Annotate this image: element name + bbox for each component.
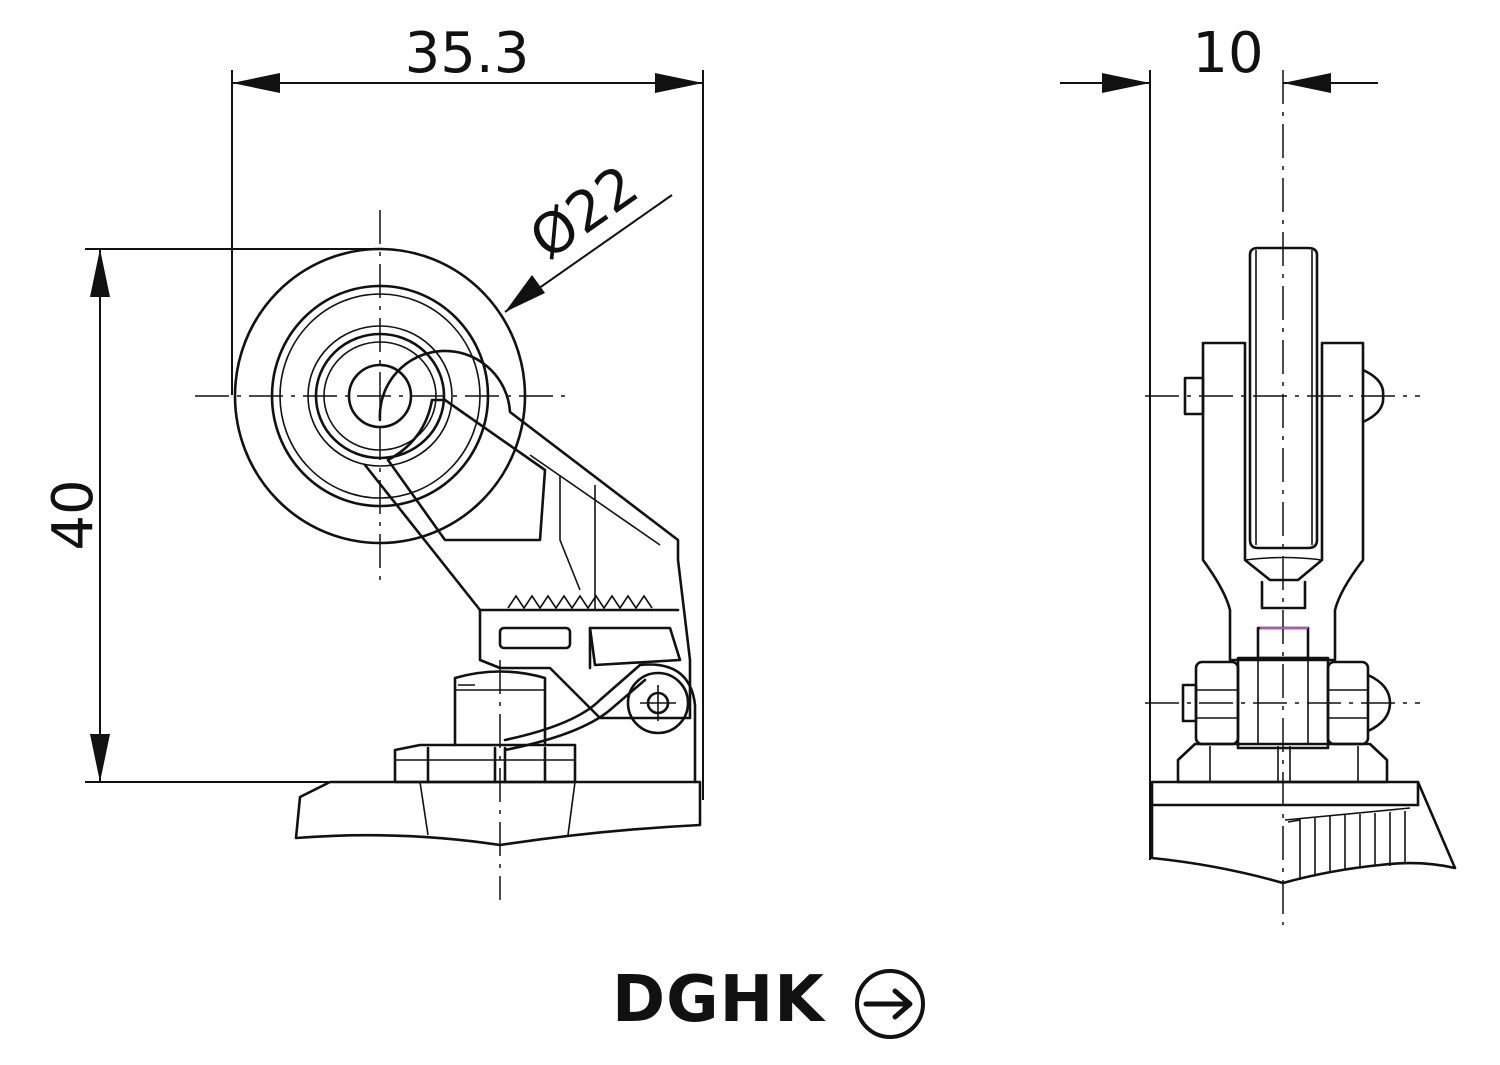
dimension-width-side: 35.3: [231, 21, 704, 800]
dimension-width-side-label: 35.3: [405, 21, 530, 86]
dimension-roller-diameter-label: Ø22: [519, 153, 651, 272]
lever-fork: [1183, 341, 1385, 662]
lever-arm: [363, 349, 692, 720]
dimension-width-front: 10: [1060, 21, 1378, 860]
roller-edge: [1248, 246, 1319, 550]
dimension-height-side-label: 40: [41, 479, 106, 550]
side-nuts: [1181, 660, 1392, 746]
dimension-height-side: 40: [41, 248, 400, 783]
dimension-width-front-label: 10: [1192, 21, 1263, 86]
circled-right-arrow-icon: [855, 969, 925, 1039]
housing-body: [294, 780, 702, 847]
side-view: 35.3 40 Ø22: [41, 21, 704, 900]
housing-front: [1150, 780, 1457, 885]
front-view: 10: [1060, 21, 1457, 925]
roller-wheel: [233, 247, 527, 545]
hex-nut: [393, 743, 577, 784]
clamp-pivot: [503, 663, 697, 784]
dimension-roller-diameter: Ø22: [504, 153, 673, 313]
plunger-stem: [453, 670, 547, 747]
model-label: DGHK: [612, 963, 825, 1037]
